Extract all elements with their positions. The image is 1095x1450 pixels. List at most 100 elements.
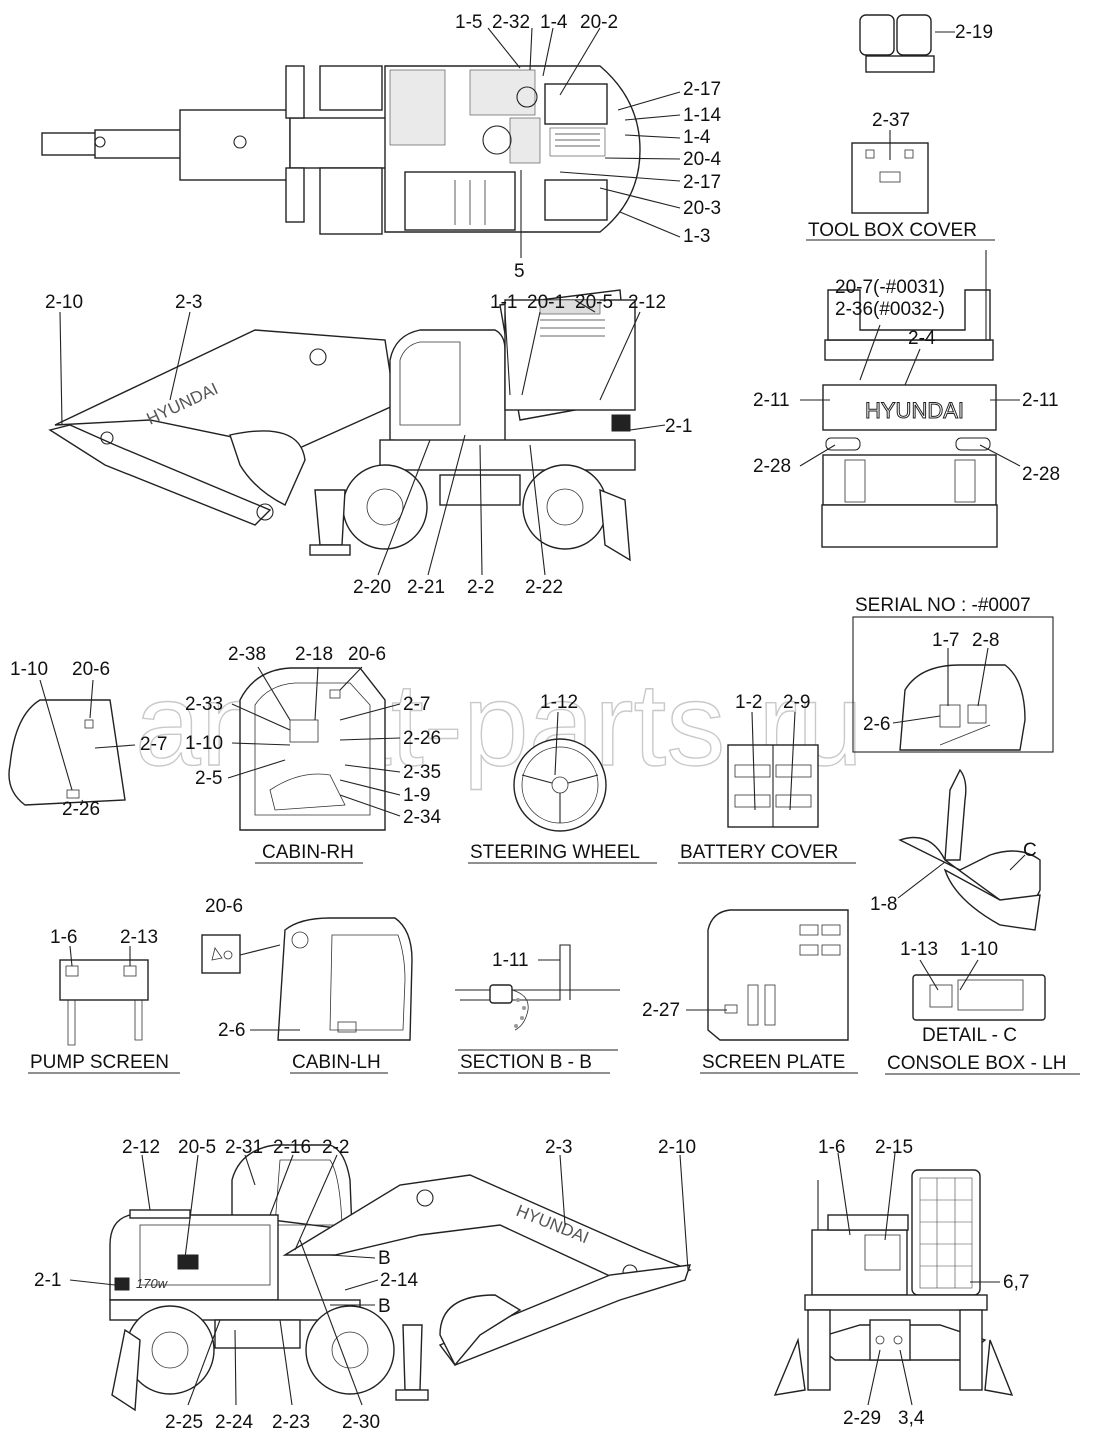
callout-6-7: 6,7 — [1003, 1272, 1029, 1293]
callout-1-12: 1-12 — [540, 692, 578, 713]
rear-view-callouts: 20-7(-#0031) 2-36(#0032-) 2-4 2-11 2-11 … — [753, 277, 1060, 485]
callout-b-upper: B — [378, 1248, 391, 1269]
callout-2-15: 2-15 — [875, 1137, 913, 1158]
callout-1-10: 1-10 — [10, 659, 48, 680]
callout-2-6: 2-6 — [218, 1020, 245, 1041]
callout-2-35: 2-35 — [403, 762, 441, 783]
callout-2-18: 2-18 — [295, 644, 333, 665]
callout-2-20: 2-20 — [353, 577, 391, 598]
callout-2-34: 2-34 — [403, 807, 441, 828]
callout-2-23: 2-23 — [272, 1412, 310, 1433]
bottom-side-view-drawing: 170w HYUNDAI — [109, 1144, 692, 1412]
caption-cabin-rh: CABIN-RH — [262, 842, 354, 863]
rear-brand: HYUNDAI — [865, 398, 964, 423]
callout-2-32: 2-32 — [492, 12, 530, 33]
callout-2-11-left: 2-11 — [753, 390, 790, 411]
caption-detail-c: DETAIL - C — [922, 1025, 1017, 1046]
callout-2-30: 2-30 — [342, 1412, 380, 1433]
callout-2-5: 2-5 — [195, 768, 222, 789]
callout-2-12: 2-12 — [628, 292, 666, 313]
callout-2-10: 2-10 — [658, 1137, 696, 1158]
callout-2-37: 2-37 — [872, 110, 910, 131]
callout-2-2: 2-2 — [467, 577, 494, 598]
caption-tool-box-cover: TOOL BOX COVER — [808, 220, 977, 241]
callout-1-1: 1-1 — [490, 292, 517, 313]
bottom-view-callouts: 2-12 20-5 2-31 2-16 2-2 2-3 2-10 2-1 2-1… — [34, 1137, 696, 1433]
caption-cabin-lh: CABIN-LH — [292, 1052, 381, 1073]
callout-3-4: 3,4 — [898, 1408, 925, 1429]
callout-20-3: 20-3 — [683, 198, 721, 219]
callout-2-27: 2-27 — [642, 1000, 680, 1021]
cabin-panel-drawing — [8, 699, 126, 806]
side-view-drawing: HYUNDAI — [48, 289, 636, 562]
top-view-drawing — [41, 65, 641, 235]
callout-20-5: 20-5 — [575, 292, 613, 313]
rear-view-drawing: HYUNDAI — [821, 250, 998, 548]
callout-2-28-left: 2-28 — [753, 456, 791, 477]
callout-1-7: 1-7 — [932, 630, 959, 651]
callout-2-26: 2-26 — [403, 728, 441, 749]
callout-20-5: 20-5 — [178, 1137, 216, 1158]
callout-2-38: 2-38 — [228, 644, 266, 665]
callout-2-11-right: 2-11 — [1022, 390, 1059, 411]
model-badge: 170w — [136, 1276, 169, 1291]
callout-1-14: 1-14 — [683, 105, 721, 126]
detail-c-drawing — [912, 974, 1046, 1021]
callout-2-16: 2-16 — [273, 1137, 311, 1158]
callout-2-21: 2-21 — [407, 577, 445, 598]
callout-1-6: 1-6 — [50, 927, 77, 948]
bottom-view-leaders — [69, 1154, 689, 1406]
callout-2-6: 2-6 — [863, 714, 890, 735]
callout-20-4: 20-4 — [683, 149, 721, 170]
top-view-leaders — [487, 27, 681, 258]
callout-2-4: 2-4 — [908, 328, 936, 349]
callout-2-3: 2-3 — [175, 292, 202, 313]
callout-2-36: 2-36(#0032-) — [835, 299, 945, 320]
callout-2-9: 2-9 — [783, 692, 810, 713]
callout-20-7: 20-7(-#0031) — [835, 277, 945, 298]
callout-2-14: 2-14 — [380, 1270, 418, 1291]
callout-1-11: 1-11 — [492, 950, 529, 971]
caption-steering-wheel: STEERING WHEEL — [470, 842, 640, 863]
callout-2-33: 2-33 — [185, 694, 223, 715]
caption-serial-no: SERIAL NO : -#0007 — [855, 595, 1031, 616]
callout-2-7: 2-7 — [403, 694, 430, 715]
caption-battery-cover: BATTERY COVER — [680, 842, 838, 863]
callout-5: 5 — [514, 261, 525, 282]
callout-2-17: 2-17 — [683, 172, 721, 193]
console-joystick-drawing — [898, 768, 1041, 931]
callout-2-25: 2-25 — [165, 1412, 203, 1433]
callout-1-9: 1-9 — [403, 785, 430, 806]
screen-plate-drawing — [707, 909, 849, 1041]
steering-wheel-drawing — [513, 738, 607, 832]
caption-screen-plate: SCREEN PLATE — [702, 1052, 845, 1073]
callout-2-1: 2-1 — [665, 416, 692, 437]
callout-20-6: 20-6 — [72, 659, 110, 680]
callout-2-1: 2-1 — [34, 1270, 61, 1291]
side-view-callouts: 2-10 2-3 1-1 20-1 20-5 2-12 2-1 2-20 2-2… — [45, 292, 692, 598]
callout-c: C — [1023, 840, 1037, 861]
serial-cab-drawing — [899, 664, 1026, 751]
callout-2-2: 2-2 — [322, 1137, 349, 1158]
callout-2-31: 2-31 — [225, 1137, 263, 1158]
cabin-lh-drawing — [201, 917, 413, 1041]
caption-section-bb: SECTION B - B — [460, 1052, 592, 1073]
callout-1-13: 1-13 — [900, 939, 938, 960]
caption-console-box-lh: CONSOLE BOX - LH — [887, 1053, 1067, 1074]
pump-screen-drawing — [59, 959, 149, 1046]
callout-2-12: 2-12 — [122, 1137, 160, 1158]
callout-20-6: 20-6 — [205, 896, 243, 917]
callout-1-4: 1-4 — [683, 127, 711, 148]
cabin-rh-drawing — [239, 667, 386, 831]
callout-1-8: 1-8 — [870, 894, 897, 915]
callout-20-1: 20-1 — [527, 292, 565, 313]
callout-2-17: 2-17 — [683, 79, 721, 100]
tool-box-drawing — [851, 14, 955, 214]
callout-1-5: 1-5 — [455, 12, 482, 33]
rear-view-leaders — [799, 324, 1021, 467]
battery-cover-drawing — [727, 744, 819, 828]
callout-2-29: 2-29 — [843, 1408, 881, 1429]
caption-pump-screen: PUMP SCREEN — [30, 1052, 169, 1073]
callout-b-lower: B — [378, 1296, 391, 1317]
